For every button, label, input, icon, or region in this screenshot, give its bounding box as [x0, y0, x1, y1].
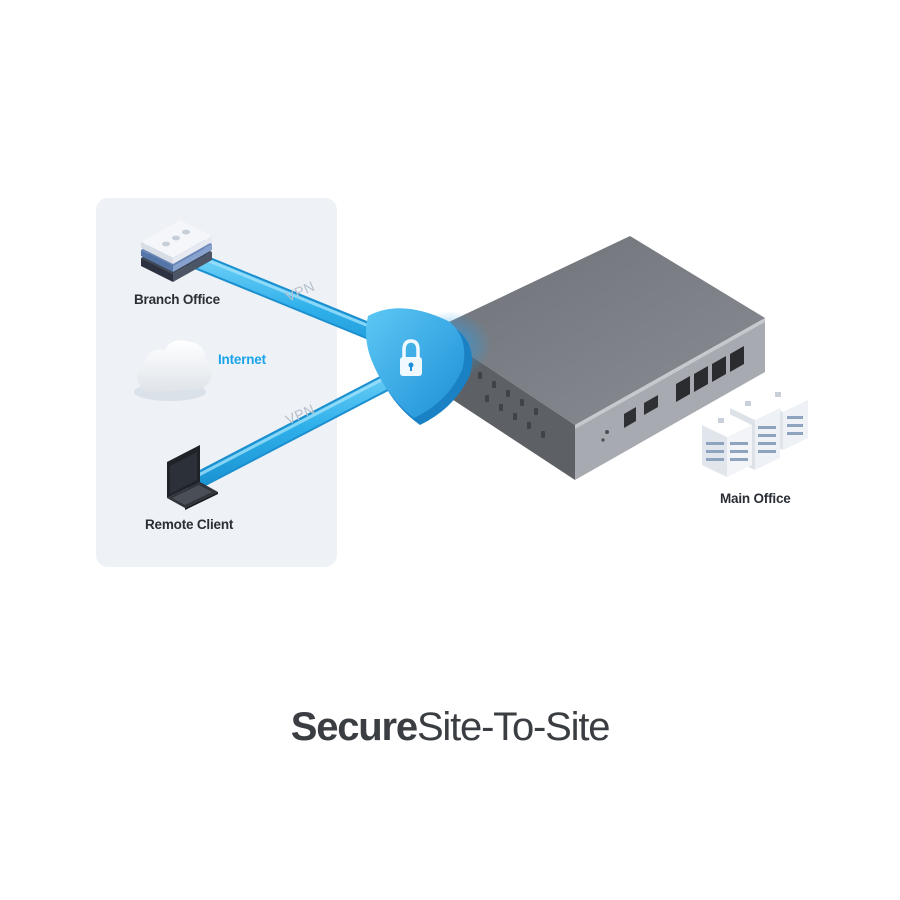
laptop-icon [167, 445, 218, 510]
vpn-tunnel-remote [186, 361, 419, 491]
branch-office-label: Branch Office [134, 292, 220, 307]
branch-router-icon [141, 220, 212, 282]
remote-client-label: Remote Client [145, 517, 234, 532]
caption-light: Site-To-Site [416, 705, 611, 749]
office-buildings-icon [702, 388, 808, 477]
caption-title: SecureSite-To-Site [0, 705, 900, 750]
lock-shield-icon [366, 308, 473, 425]
internet-label: Internet [218, 352, 266, 367]
remote-sites-panel [96, 198, 337, 567]
main-office-label: Main Office [720, 491, 791, 506]
caption-bold: Secure [290, 705, 418, 749]
cloud-icon [134, 340, 213, 401]
